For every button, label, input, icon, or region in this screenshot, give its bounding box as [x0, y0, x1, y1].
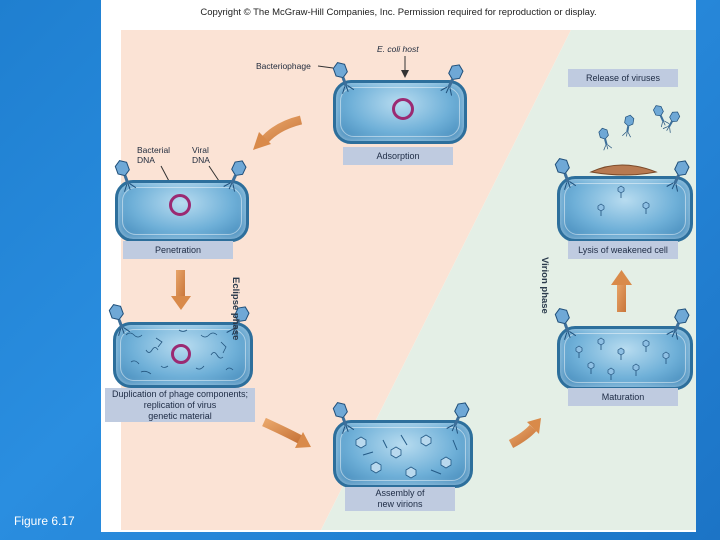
- stage-maturation: Maturation: [568, 388, 678, 406]
- figure-panel: Copyright © The McGraw-Hill Companies, I…: [101, 0, 696, 532]
- stage-assembly: Assembly of new virions: [345, 487, 455, 511]
- phage-icon: [666, 305, 692, 341]
- lysis-phages: [597, 185, 650, 217]
- lysis-rupture: [589, 164, 658, 176]
- phage-illustrations: [107, 60, 692, 479]
- arrow-duplication-to-assembly: [262, 417, 311, 448]
- arrow-maturation-to-lysis: [611, 270, 632, 312]
- phage-icon: [107, 302, 131, 337]
- stage-release: Release of viruses: [568, 69, 678, 87]
- mature-phages: [575, 337, 670, 381]
- stage-lysis: Lysis of weakened cell: [568, 241, 678, 259]
- bacterial-dna-ring-duplication: [171, 344, 191, 364]
- cell-maturation: [557, 326, 693, 390]
- phage-icon: [331, 400, 355, 435]
- stage-penetration: Penetration: [123, 241, 233, 259]
- bacteriophage-pointer: [317, 65, 334, 69]
- phage-icon: [440, 61, 466, 97]
- arrow-ecoli-host-pointer: [401, 56, 409, 78]
- phage-icon: [331, 60, 355, 95]
- cell-lysis: [557, 176, 693, 242]
- phage-icon: [553, 306, 577, 341]
- phage-icon: [223, 157, 249, 193]
- eclipse-phase-label: Eclipse phase: [230, 277, 241, 341]
- phage-icon: [666, 157, 692, 193]
- phage-icon: [446, 399, 472, 435]
- bacteriophage-label: Bacteriophage: [256, 61, 311, 71]
- phage-parts: [355, 434, 452, 479]
- cell-penetration: [115, 180, 249, 242]
- released-viruses: [597, 103, 682, 151]
- copyright-notice: Copyright © The McGraw-Hill Companies, I…: [200, 7, 597, 18]
- stage-adsorption: Adsorption: [343, 147, 453, 165]
- phage-icon: [113, 158, 137, 193]
- figure-label: Figure 6.17: [14, 514, 75, 528]
- viral-dna-strands: [125, 329, 234, 375]
- arrow-assembly-to-maturation: [508, 418, 541, 448]
- stage-duplication: Duplication of phage components; replica…: [105, 388, 255, 422]
- arrow-penetration-to-duplication: [171, 270, 191, 310]
- phage-icon: [553, 156, 577, 191]
- ecoli-host-label: E. coli host: [377, 44, 419, 54]
- cell-assembly: [333, 420, 473, 488]
- arrow-adsorption-to-penetration: [253, 115, 303, 150]
- bacterial-dna-ring: [392, 98, 414, 120]
- tail-parts: [362, 434, 458, 475]
- bacterial-dna-ring-penetration: [169, 194, 191, 216]
- virion-phase-label: Virion phase: [539, 257, 550, 314]
